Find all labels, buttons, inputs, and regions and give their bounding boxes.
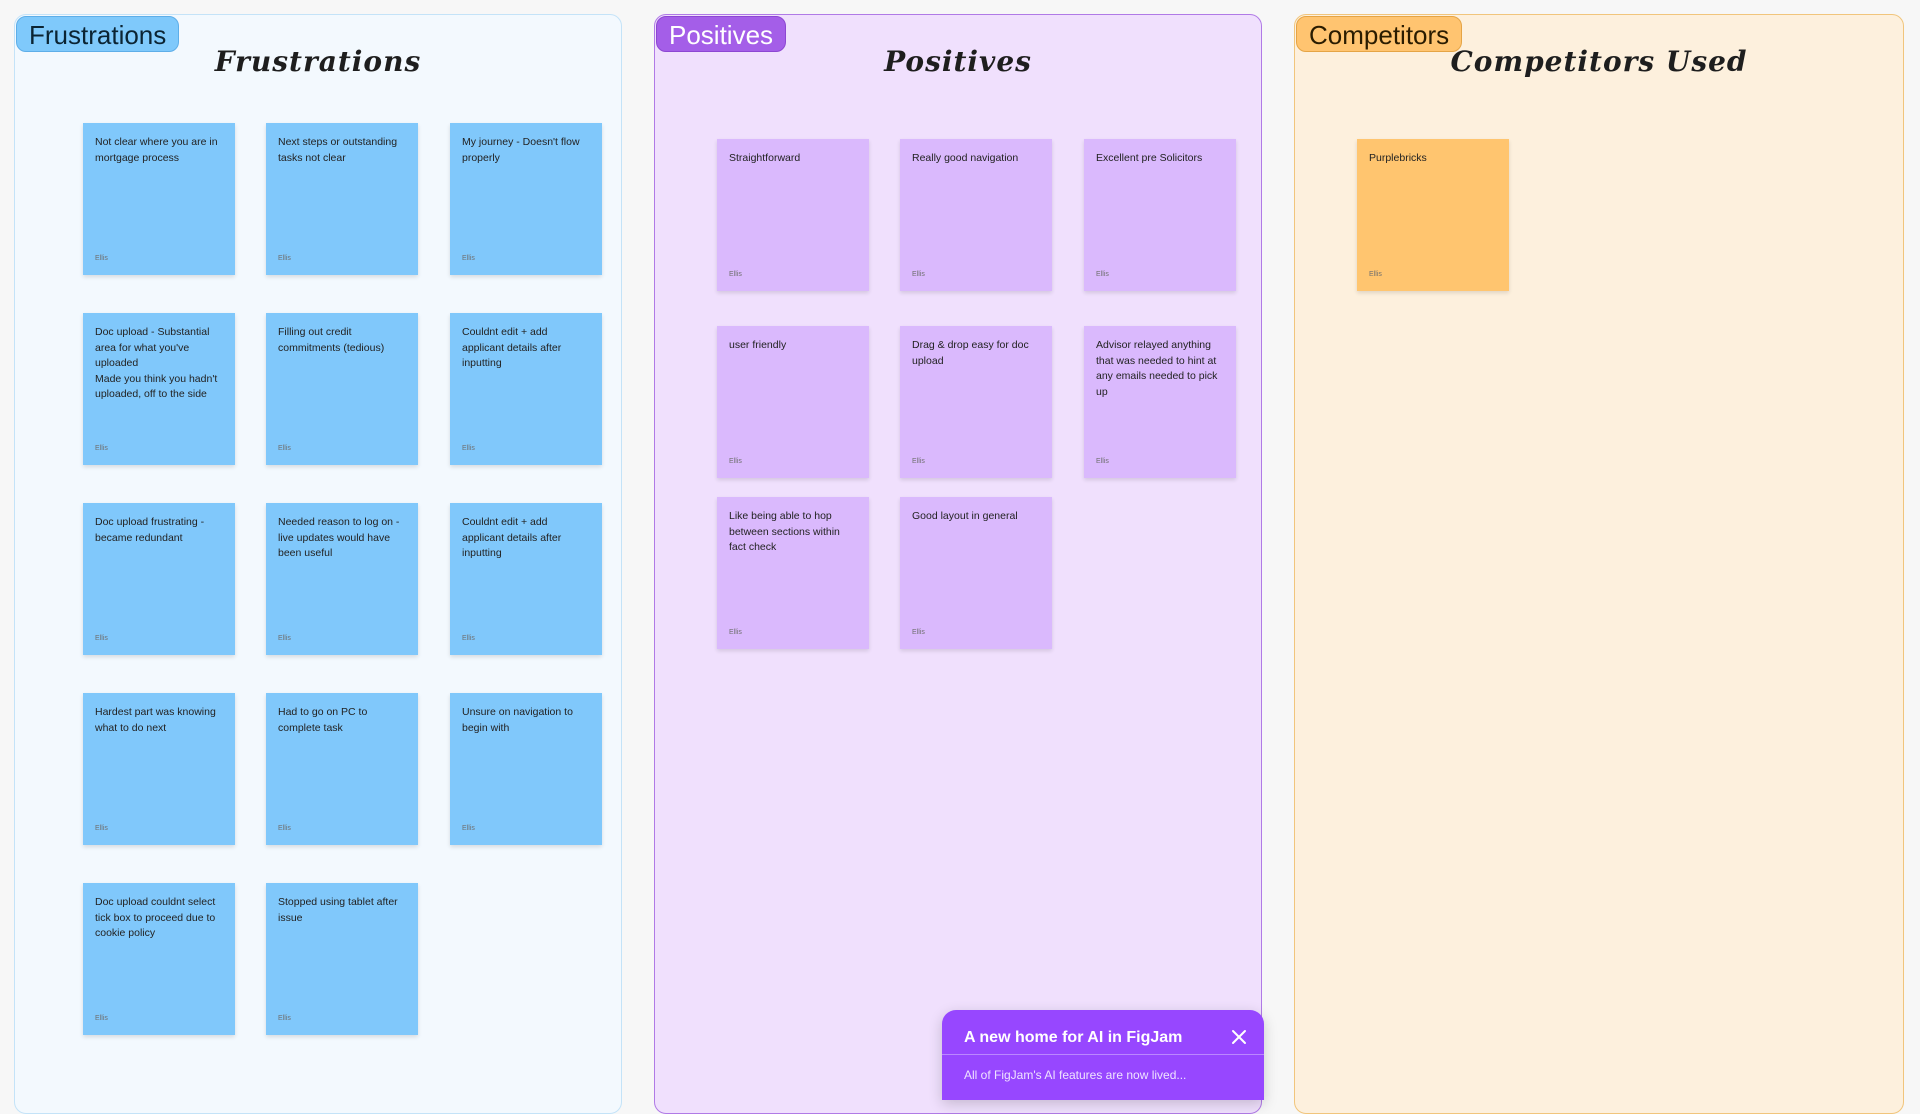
sticky-note[interactable]: Next steps or outstanding tasks not clea… <box>266 123 418 275</box>
sticky-note[interactable]: Filling out credit commitments (tedious)… <box>266 313 418 465</box>
sticky-note-author: Ellis <box>1096 458 1109 465</box>
sticky-note-author: Ellis <box>729 458 742 465</box>
sticky-note[interactable]: Purplebricks Ellis <box>1357 139 1509 291</box>
sticky-note-text: Stopped using tablet after issue <box>278 896 398 924</box>
sticky-note[interactable]: user friendly Ellis <box>717 326 869 478</box>
sticky-note[interactable]: Couldnt edit + add applicant details aft… <box>450 503 602 655</box>
sticky-note-author: Ellis <box>278 825 291 832</box>
section-tag-frustrations[interactable]: Frustrations <box>16 16 180 52</box>
sticky-note-text: Next steps or outstanding tasks not clea… <box>278 136 398 164</box>
section-tag-competitors[interactable]: Competitors <box>1296 16 1463 52</box>
section-heading-frustrations: Frustrations <box>214 45 422 78</box>
sticky-note-text: Excellent pre Solicitors <box>1096 152 1203 164</box>
sticky-note-author: Ellis <box>912 458 925 465</box>
sticky-note[interactable]: Straightforward Ellis <box>717 139 869 291</box>
sticky-note-text: Drag & drop easy for doc upload <box>912 339 1029 367</box>
sticky-note-author: Ellis <box>729 629 742 636</box>
section-heading-competitors: Competitors Used <box>1450 45 1748 78</box>
sticky-note-author: Ellis <box>95 635 108 642</box>
sticky-note-text: Had to go on PC to complete task <box>278 706 368 734</box>
sticky-note-text: Hardest part was knowing what to do next <box>95 706 216 734</box>
sticky-note-text: Unsure on navigation to begin with <box>462 706 573 734</box>
sticky-note-text: Not clear where you are in mortgage proc… <box>95 136 218 164</box>
sticky-note-author: Ellis <box>462 825 475 832</box>
sticky-note-author: Ellis <box>912 629 925 636</box>
section-competitors[interactable]: Competitors Competitors Used Purplebrick… <box>1294 14 1904 1114</box>
sticky-note[interactable]: Like being able to hop between sections … <box>717 497 869 649</box>
sticky-note[interactable]: Advisor relayed anything that was needed… <box>1084 326 1236 478</box>
sticky-note-author: Ellis <box>278 445 291 452</box>
banner-divider <box>942 1054 1264 1055</box>
sticky-note-author: Ellis <box>462 635 475 642</box>
section-positives[interactable]: Positives Positives Straightforward Elli… <box>654 14 1262 1114</box>
sticky-note-author: Ellis <box>912 271 925 278</box>
sticky-note[interactable]: Unsure on navigation to begin with Ellis <box>450 693 602 845</box>
sticky-note-author: Ellis <box>278 635 291 642</box>
sticky-note-text: My journey - Doesn't flow properly <box>462 136 580 164</box>
sticky-note-text: Needed reason to log on - live updates w… <box>278 516 400 559</box>
sticky-note[interactable]: Doc upload couldnt select tick box to pr… <box>83 883 235 1035</box>
sticky-note-author: Ellis <box>1369 271 1382 278</box>
sticky-note-author: Ellis <box>278 1015 291 1022</box>
sticky-note-text: Straightforward <box>729 152 801 164</box>
sticky-note-text: Doc upload couldnt select tick box to pr… <box>95 896 216 939</box>
sticky-note[interactable]: Needed reason to log on - live updates w… <box>266 503 418 655</box>
sticky-note-author: Ellis <box>95 1015 108 1022</box>
sticky-note[interactable]: Stopped using tablet after issue Ellis <box>266 883 418 1035</box>
section-tag-positives[interactable]: Positives <box>656 16 787 52</box>
sticky-note-text: user friendly <box>729 339 787 351</box>
sticky-note[interactable]: Had to go on PC to complete task Ellis <box>266 693 418 845</box>
sticky-note-author: Ellis <box>278 255 291 262</box>
sticky-note[interactable]: My journey - Doesn't flow properly Ellis <box>450 123 602 275</box>
sticky-note[interactable]: Not clear where you are in mortgage proc… <box>83 123 235 275</box>
sticky-note[interactable]: Couldnt edit + add applicant details aft… <box>450 313 602 465</box>
sticky-note-text: Really good navigation <box>912 152 1019 164</box>
sticky-note-text: Advisor relayed anything that was needed… <box>1096 339 1218 398</box>
sticky-note[interactable]: Good layout in general Ellis <box>900 497 1052 649</box>
ai-announcement-banner[interactable]: A new home for AI in FigJam All of FigJa… <box>942 1010 1264 1100</box>
sticky-note-text: Doc upload frustrating - became redundan… <box>95 516 205 544</box>
banner-subtitle: All of FigJam's AI features are now live… <box>964 1068 1187 1082</box>
sticky-note-author: Ellis <box>462 255 475 262</box>
sticky-note-author: Ellis <box>95 825 108 832</box>
sticky-note-author: Ellis <box>95 255 108 262</box>
sticky-note[interactable]: Drag & drop easy for doc upload Ellis <box>900 326 1052 478</box>
sticky-note-author: Ellis <box>729 271 742 278</box>
section-heading-positives: Positives <box>884 45 1032 78</box>
sticky-note-author: Ellis <box>95 445 108 452</box>
sticky-note[interactable]: Excellent pre Solicitors Ellis <box>1084 139 1236 291</box>
sticky-note-text: Filling out credit commitments (tedious) <box>278 326 385 354</box>
sticky-note-text: Doc upload - Substantial area for what y… <box>95 326 218 400</box>
sticky-note-text: Like being able to hop between sections … <box>729 510 840 553</box>
sticky-note-author: Ellis <box>1096 271 1109 278</box>
sticky-note-author: Ellis <box>462 445 475 452</box>
close-icon[interactable] <box>1230 1028 1248 1046</box>
banner-title: A new home for AI in FigJam <box>964 1029 1183 1046</box>
sticky-note[interactable]: Really good navigation Ellis <box>900 139 1052 291</box>
sticky-note-text: Couldnt edit + add applicant details aft… <box>462 326 562 369</box>
sticky-note[interactable]: Doc upload frustrating - became redundan… <box>83 503 235 655</box>
sticky-note-text: Couldnt edit + add applicant details aft… <box>462 516 562 559</box>
sticky-note-text: Good layout in general <box>912 510 1018 522</box>
sticky-note[interactable]: Doc upload - Substantial area for what y… <box>83 313 235 465</box>
section-frustrations[interactable]: Frustrations Frustrations Not clear wher… <box>14 14 622 1114</box>
sticky-note[interactable]: Hardest part was knowing what to do next… <box>83 693 235 845</box>
sticky-note-text: Purplebricks <box>1369 152 1427 164</box>
